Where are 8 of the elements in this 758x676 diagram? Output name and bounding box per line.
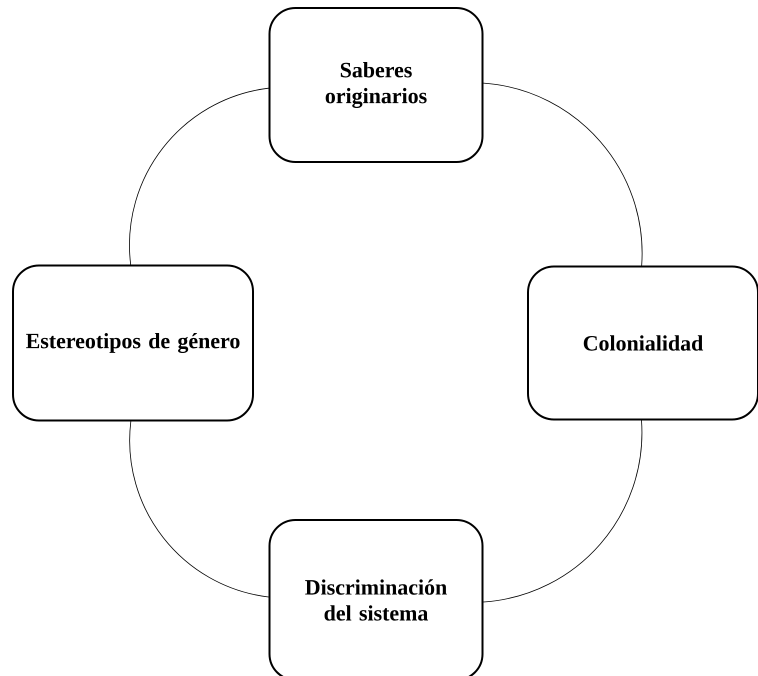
connector-arc — [483, 420, 642, 602]
connector-arc — [129, 88, 269, 265]
connector-arc — [483, 82, 642, 266]
concept-box: Colonialidad — [527, 265, 758, 420]
concept-box: Estereotipos de género — [12, 264, 254, 422]
connector-arc — [129, 421, 269, 598]
concept-box: Saberes originarios — [268, 7, 484, 163]
concept-box: Discriminación del sistema — [268, 518, 484, 676]
